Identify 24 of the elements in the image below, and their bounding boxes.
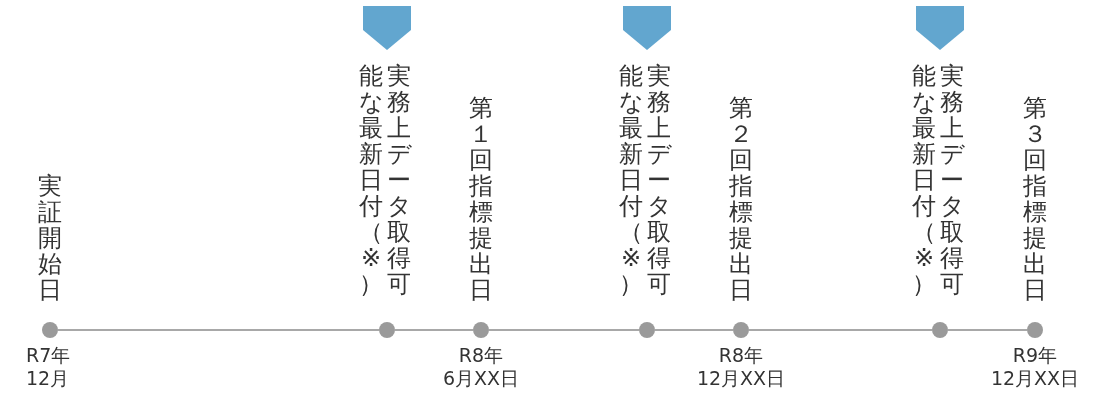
timeline-line bbox=[394, 329, 474, 331]
timeline-line bbox=[654, 329, 734, 331]
date-label: R8年 6月XX日 bbox=[441, 344, 521, 390]
timeline-dot bbox=[932, 322, 948, 338]
timeline-dot bbox=[473, 322, 489, 338]
timeline-line bbox=[57, 329, 380, 331]
timeline-line bbox=[947, 329, 1028, 331]
date-label: R8年 12月XX日 bbox=[695, 344, 787, 390]
timeline-dot bbox=[42, 322, 58, 338]
timeline-line bbox=[488, 329, 640, 331]
event-label: 実証開始日 bbox=[37, 173, 63, 303]
event-label: 実務上データ取得可能な最新日付（※） bbox=[910, 63, 966, 297]
date-label: R7年 12月 bbox=[26, 344, 72, 390]
timeline-line bbox=[748, 329, 933, 331]
event-label: 第２回指標提出日 bbox=[728, 95, 754, 303]
timeline-dot bbox=[1027, 322, 1043, 338]
timeline-dot bbox=[733, 322, 749, 338]
timeline-dot bbox=[639, 322, 655, 338]
date-label: R9年 12月XX日 bbox=[989, 344, 1081, 390]
event-label: 実務上データ取得可能な最新日付（※） bbox=[617, 63, 673, 297]
event-label: 実務上データ取得可能な最新日付（※） bbox=[357, 63, 413, 297]
event-label: 第３回指標提出日 bbox=[1022, 95, 1048, 303]
event-label: 第１回指標提出日 bbox=[468, 95, 494, 303]
timeline-dot bbox=[379, 322, 395, 338]
